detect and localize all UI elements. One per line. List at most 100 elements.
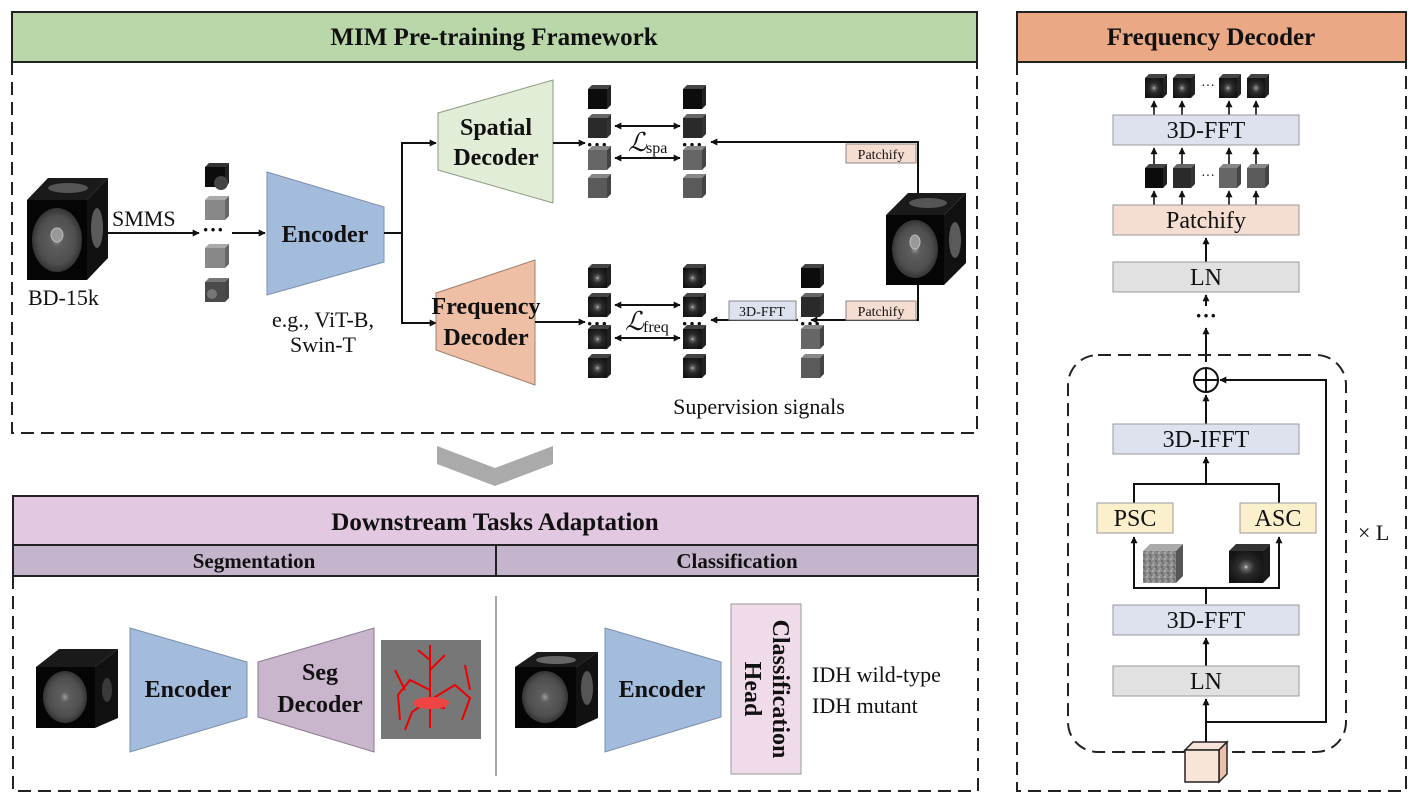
spa-loss-symbol: ℒ — [628, 128, 648, 157]
patchify-box-spatial — [845, 143, 917, 164]
ln-inner-label: LN — [1190, 669, 1222, 695]
patchify-spatial-path — [710, 138, 919, 194]
patch-cube — [205, 163, 229, 190]
seg-encoder-block — [129, 627, 248, 753]
phase-branch-arrow — [1130, 536, 1207, 604]
freq-predicted-patches: ··· — [586, 264, 611, 378]
fft-label: 3D-FFT — [739, 305, 785, 320]
encoder-to-frequency-arrow — [401, 233, 437, 327]
sc-merge-line — [1133, 483, 1280, 503]
phase-spectrum-cube — [1143, 544, 1183, 583]
fft-inner-block — [1112, 604, 1300, 636]
ln-top-label: LN — [1190, 265, 1222, 291]
freq-panel-title: Frequency Decoder — [1107, 24, 1316, 51]
spatial-decoder-label-2: Decoder — [453, 145, 539, 171]
class-label-mutant: IDH mutant — [812, 693, 918, 718]
downstream-section: Downstream Tasks Adaptation Segmentation… — [12, 495, 979, 792]
fft-patch-cube — [683, 354, 706, 378]
downstream-header — [12, 495, 979, 546]
fft-patch-cube — [588, 325, 611, 349]
smms-label: SMMS — [112, 206, 176, 231]
fft-up-arrows — [1150, 100, 1260, 115]
freq-loss-symbol: ℒ — [625, 307, 645, 336]
ellipsis: ··· — [1195, 303, 1217, 328]
seg-decoder-block — [257, 627, 375, 753]
patch-cube — [205, 196, 229, 220]
patch-cube — [683, 85, 706, 109]
freq-decoder-panel: Frequency Decoder ··· 3D-FFT — [1016, 11, 1407, 792]
cls-encoder-label: Encoder — [619, 677, 706, 703]
pretrain-header — [11, 11, 978, 63]
fft-box — [728, 300, 797, 321]
patchify-block-label: Patchify — [1166, 208, 1246, 234]
classification-head-block — [730, 603, 802, 775]
ellipsis: ··· — [202, 217, 224, 242]
fft-patch-cube — [683, 293, 706, 317]
ellipsis: ··· — [1201, 169, 1215, 184]
masked-patches: ··· — [202, 163, 229, 302]
pretrain-section: MIM Pre-training Framework BD-15k SMMS ·… — [11, 11, 978, 434]
encoder-block — [266, 171, 385, 296]
patchify-label-spatial: Patchify — [858, 148, 905, 163]
patchify-block — [1112, 204, 1300, 236]
ifft-label: 3D-IFFT — [1163, 427, 1250, 453]
classification-head-label-1: Classification — [767, 620, 793, 759]
patch-cube — [205, 278, 229, 302]
classification-head-label-2: Head — [739, 662, 765, 717]
patch-cube — [801, 354, 824, 378]
encoder-label: Encoder — [282, 222, 369, 248]
repeat-block-border — [1067, 354, 1347, 753]
output-fft-patches: ··· — [1145, 74, 1269, 98]
spatial-patches-row: ··· — [1145, 164, 1269, 188]
patch-cube — [683, 146, 706, 170]
fft-top-block — [1112, 114, 1300, 146]
cls-input-volume — [515, 652, 598, 728]
freq-loss-subscript: freq — [643, 319, 669, 336]
patch-cube — [588, 146, 611, 170]
segmentation-output — [381, 640, 481, 739]
patchify-box-freq — [845, 300, 917, 321]
patch-cube — [801, 293, 824, 317]
patch-cube — [683, 174, 706, 198]
segmentation-header — [12, 544, 497, 577]
fft-patch-cube — [683, 325, 706, 349]
spatial-predicted-patches: ··· — [586, 85, 611, 198]
classification-title: Classification — [676, 549, 798, 573]
patch-cube — [801, 264, 824, 288]
encoder-to-spatial-arrow — [384, 139, 437, 234]
patch-cube — [588, 114, 611, 138]
ln-inner-block — [1112, 665, 1300, 697]
fft-patch-cube — [588, 354, 611, 378]
spatial-decoder-block — [437, 79, 554, 204]
amplitude-spectrum-cube — [1229, 544, 1270, 583]
spatial-target-patches: ··· — [681, 85, 706, 198]
chevron-down-icon — [437, 446, 553, 486]
psc-label: PSC — [1114, 506, 1157, 532]
ln-top-block — [1112, 261, 1300, 293]
patch-cube — [683, 114, 706, 138]
spatial-decoder-label-1: Spatial — [460, 115, 532, 141]
seg-encoder-label: Encoder — [145, 677, 232, 703]
patch-cube — [801, 325, 824, 349]
patch-cube — [588, 174, 611, 198]
downstream-border — [12, 576, 979, 792]
fft-patch-cube — [588, 264, 611, 288]
frequency-decoder-label-2: Decoder — [443, 325, 529, 351]
freq-panel-header — [1016, 11, 1407, 63]
fft-patch-cube — [683, 264, 706, 288]
cls-encoder-block — [604, 627, 722, 753]
dataset-label: BD-15k — [28, 285, 99, 310]
freq-panel-border — [1016, 62, 1407, 792]
seg-decoder-label-1: Seg — [302, 660, 338, 686]
patch-cube — [205, 244, 229, 268]
classification-header — [495, 544, 979, 577]
target-brain-volume — [886, 193, 966, 285]
supervision-spatial-patches: ··· — [799, 264, 824, 378]
class-label-wildtype: IDH wild-type — [812, 662, 941, 687]
spa-loss-subscript: spa — [646, 140, 667, 157]
patch-up-arrows — [1150, 147, 1260, 164]
asc-label: ASC — [1255, 506, 1302, 532]
frequency-decoder-block — [435, 259, 536, 386]
downstream-title: Downstream Tasks Adaptation — [331, 509, 659, 536]
